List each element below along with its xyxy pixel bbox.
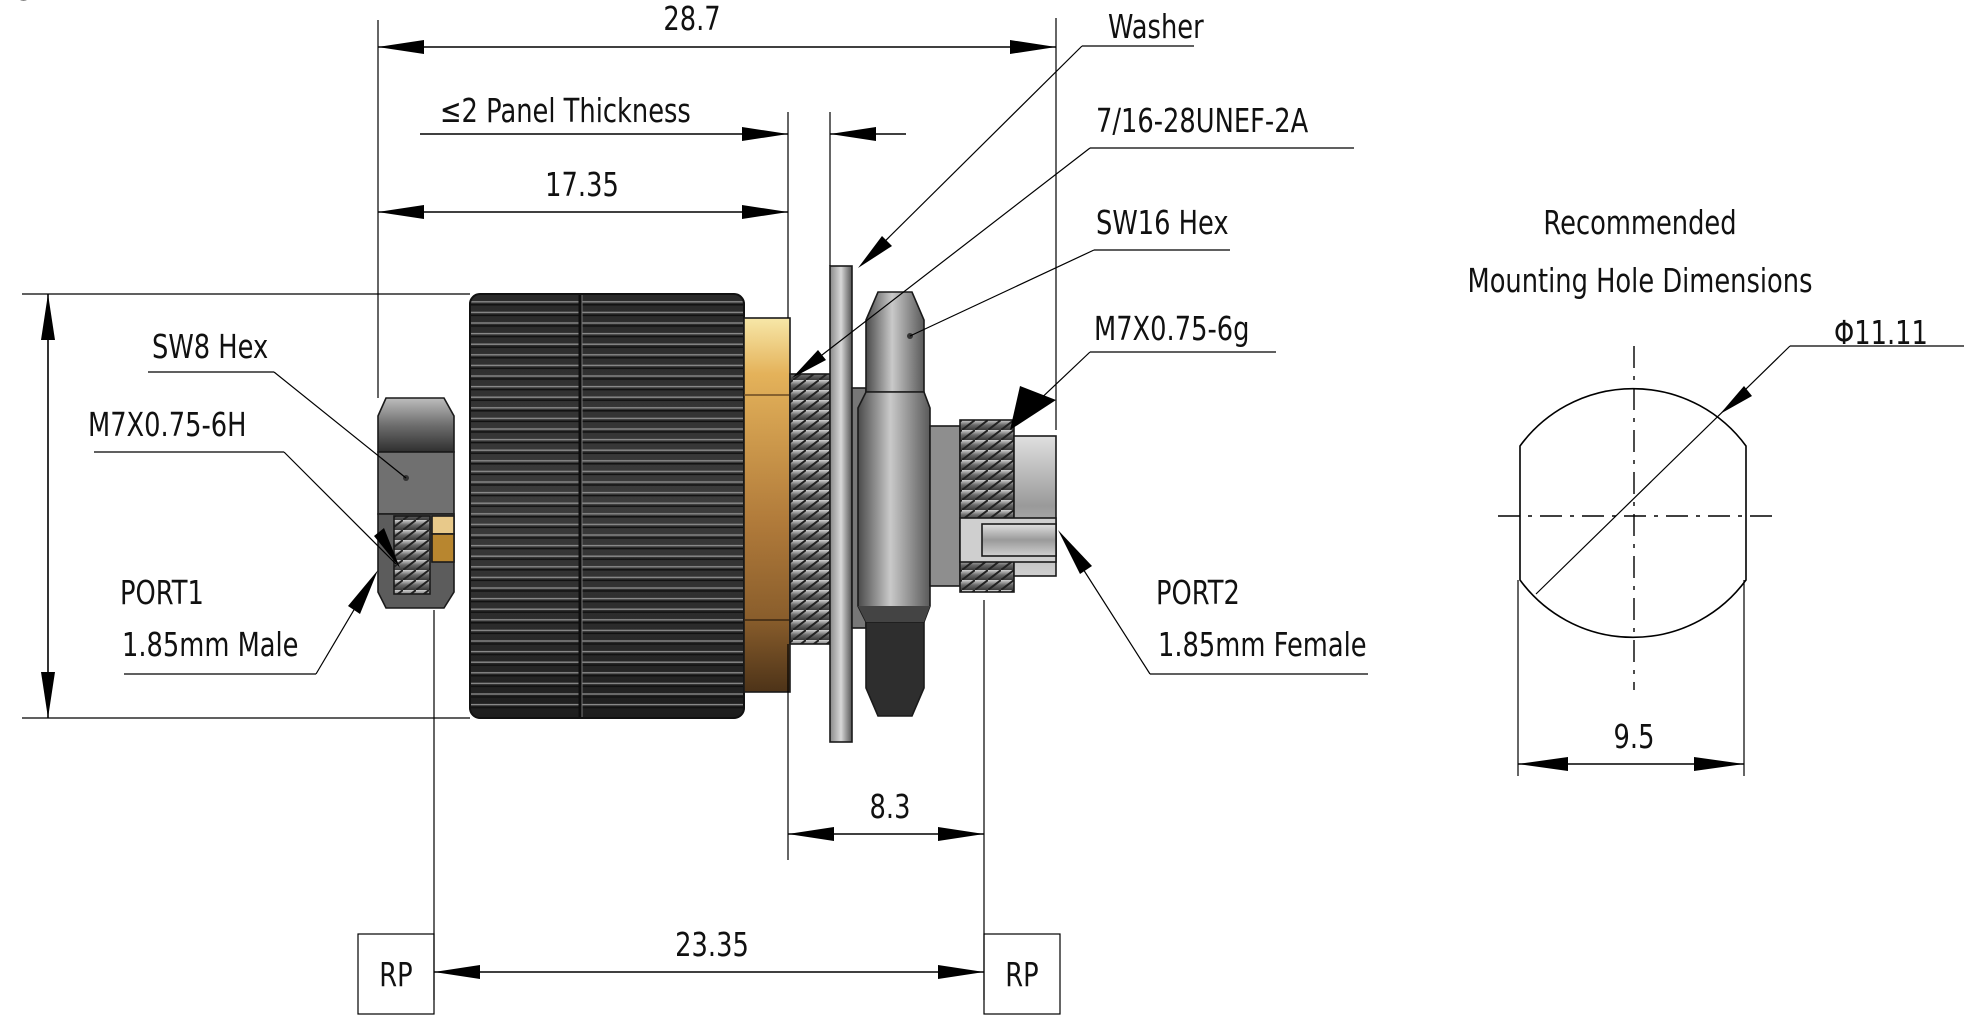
mounting-hole-outline (1519, 387, 1747, 639)
extension-lines (22, 18, 1057, 1000)
callout-port1-name: PORT1 (120, 574, 204, 612)
callout-washer-label: Washer (1108, 8, 1204, 46)
dim-hole-diameter-label: Φ11.11 (1834, 314, 1928, 352)
reference-plane-left-label: RP (379, 956, 412, 994)
brass-body (743, 317, 791, 693)
port2-thread (929, 419, 1057, 593)
reference-plane-right: RP (983, 933, 1061, 1015)
callout-panel-thread: 7/16-28UNEF-2A (792, 102, 1354, 378)
dim-reference-length: 23.35 (434, 926, 984, 979)
dim-diameter-label: Φ18 (0, 0, 34, 8)
dim-diameter: Φ18 (0, 0, 55, 718)
sw16-hex-nut (857, 291, 931, 717)
reference-plane-right-label: RP (1005, 956, 1038, 994)
callout-thread-port2-label: M7X0.75-6g (1094, 310, 1249, 348)
mounting-hole-title-line2: Mounting Hole Dimensions (1468, 262, 1813, 300)
connector-body (377, 265, 1057, 743)
callout-thread-port2: M7X0.75-6g (1010, 310, 1276, 430)
dim-front-length-label: 17.35 (545, 166, 619, 204)
panel-thread (789, 373, 831, 645)
callout-panel-thread-label: 7/16-28UNEF-2A (1096, 102, 1308, 140)
dim-rear-length: 8.3 (788, 788, 984, 841)
callout-hex-small: SW8 Hex (148, 328, 407, 479)
dim-overall-length: 28.7 (378, 0, 1056, 54)
callout-thread-port1: M7X0.75-6H (88, 406, 400, 568)
mounting-hole-title-line1: Recommended (1543, 204, 1736, 242)
callout-washer: Washer (858, 8, 1204, 268)
callout-port2: PORT2 1.85mm Female (1058, 530, 1368, 675)
dim-reference-length-label: 23.35 (675, 926, 749, 964)
dim-front-length: 17.35 (378, 166, 788, 219)
callout-hex-large: SW16 Hex (909, 204, 1230, 337)
callout-hex-large-label: SW16 Hex (1096, 204, 1229, 242)
callout-port1: PORT1 1.85mm Male (120, 570, 378, 675)
knurled-coupling-nut (469, 293, 745, 719)
dim-overall-length-label: 28.7 (663, 0, 720, 38)
callout-port1-type: 1.85mm Male (122, 626, 299, 664)
callout-hex-small-label: SW8 Hex (152, 328, 268, 366)
callout-port2-name: PORT2 (1156, 574, 1240, 612)
dim-hole-flat-label: 9.5 (1614, 718, 1655, 756)
reference-plane-left: RP (357, 933, 435, 1015)
port1-thread (393, 515, 455, 595)
dim-rear-length-label: 8.3 (870, 788, 911, 826)
callout-thread-port1-label: M7X0.75-6H (88, 406, 246, 444)
callout-port2-type: 1.85mm Female (1158, 626, 1367, 664)
mounting-hole-view: Recommended Mounting Hole Dimensions Φ11… (1468, 204, 1964, 776)
dim-panel-thickness: ≤2 Panel Thickness (420, 92, 906, 141)
dim-panel-thickness-label: ≤2 Panel Thickness (440, 92, 691, 130)
